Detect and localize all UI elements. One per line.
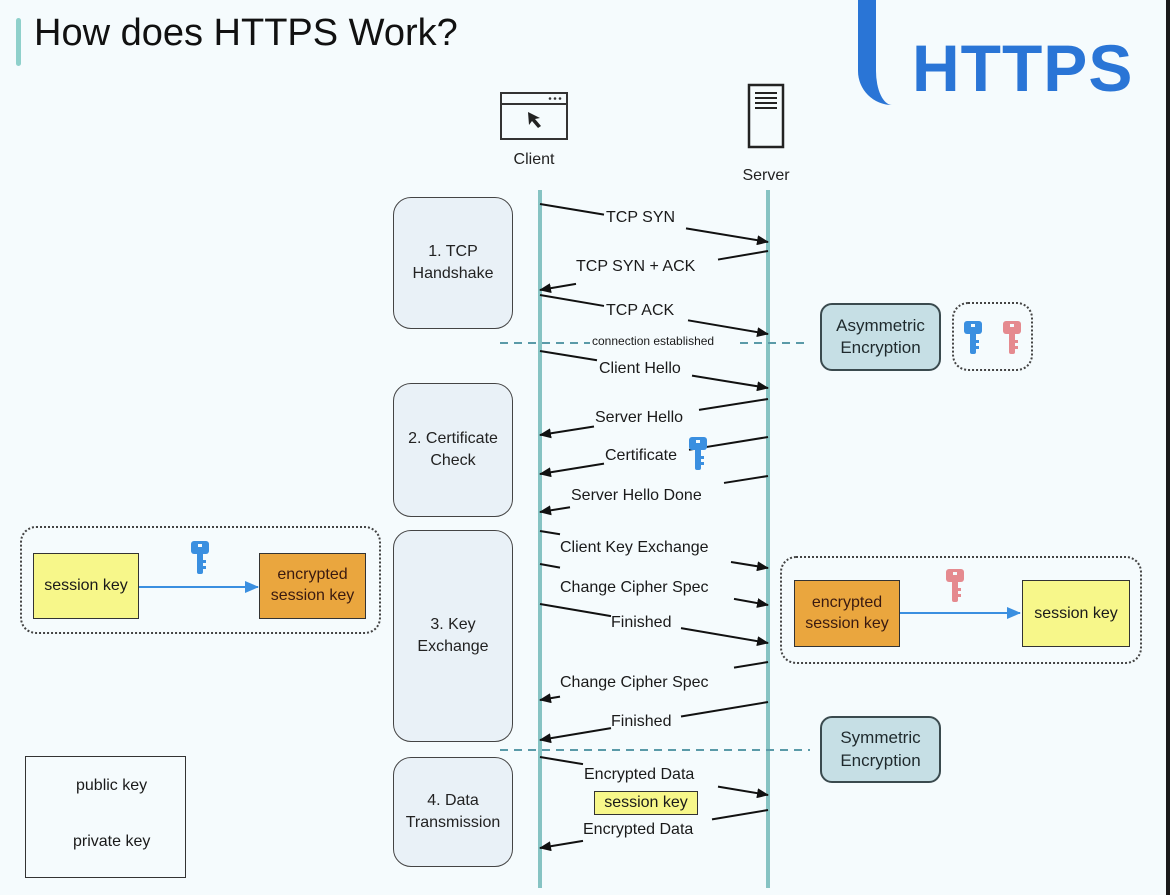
message-arrow-head (539, 462, 605, 478)
message-label: Certificate (605, 447, 678, 464)
data-session-key: session key (594, 791, 698, 815)
message-arrow-head (539, 727, 612, 744)
message-label: TCP SYN + ACK (576, 258, 696, 275)
message-arrow-tail (539, 530, 561, 536)
page-title: How does HTTPS Work? (34, 12, 458, 54)
message-arrow-head (539, 839, 584, 852)
edge-strip (1166, 0, 1170, 895)
message-label: Encrypted Data (583, 821, 694, 838)
message-arrow-tail (539, 603, 612, 618)
asymmetric-encryption-label: Asymmetric Encryption (836, 315, 925, 357)
phase-data-transmission: 4. Data Transmission (393, 757, 513, 867)
message-arrow-tail (711, 809, 769, 821)
phase-label: 1. TCP Handshake (412, 243, 494, 282)
asymmetric-encryption-box: Asymmetric Encryption (820, 303, 941, 371)
server-icon (747, 83, 785, 149)
phase-label: 3. Key Exchange (417, 616, 489, 655)
message-arrow-head (539, 425, 595, 439)
encrypted-session-key-box: encrypted session key (794, 580, 900, 647)
phase-label: 4. Data Transmission (405, 792, 501, 831)
message-label: Client Key Exchange (560, 539, 709, 556)
message-label: Server Hello (595, 409, 684, 426)
message-label: TCP SYN (606, 209, 676, 226)
session-key-box: session key (1022, 580, 1130, 647)
message-arrow-head (691, 374, 769, 392)
session-key-box: session key (33, 553, 139, 619)
message-arrow-tail (733, 661, 769, 669)
phase-tcp-handshake: 1. TCP Handshake (393, 197, 513, 329)
message-arrow-head (685, 227, 769, 246)
message-label: Server Hello Done (571, 487, 702, 504)
client-encryption-group (20, 526, 381, 634)
message-arrow-head (733, 597, 769, 608)
message-label: Finished (611, 713, 672, 730)
symmetric-encryption-box: Symmetric Encryption (820, 716, 941, 783)
message-label: Client Hello (599, 360, 681, 377)
public-key-icon (689, 437, 707, 470)
message-arrow-head (687, 319, 769, 338)
message-label: Change Cipher Spec (560, 579, 709, 596)
legend (25, 756, 186, 878)
message-arrow-tail (539, 756, 584, 766)
message-arrow-head (680, 627, 769, 647)
legend-private-key-label: private key (73, 833, 151, 850)
brand-bracket (858, 0, 898, 105)
client-label: Client (513, 151, 555, 168)
message-label: Finished (611, 614, 672, 631)
message-arrow-tail (680, 701, 769, 718)
message-arrow-head (539, 282, 577, 294)
message-arrow-tail (717, 250, 769, 261)
phase-key-exchange: 3. Key Exchange (393, 530, 513, 742)
browser-window-icon (500, 92, 568, 140)
message-label: TCP ACK (606, 302, 675, 319)
symmetric-encryption-label: Symmetric Encryption (840, 728, 921, 770)
phase-label: 2. Certificate Check (408, 430, 498, 469)
message-arrow-head (717, 785, 769, 799)
message-label: Encrypted Data (584, 766, 695, 783)
asymmetric-keys-group (952, 302, 1033, 371)
phase-certificate-check: 2. Certificate Check (393, 383, 513, 517)
message-arrow-head (539, 693, 561, 704)
message-arrow-tail (539, 203, 605, 216)
encrypted-session-key-label: encrypted session key (270, 566, 355, 604)
message-arrow-tail (723, 475, 769, 484)
legend-public-key-label: public key (76, 777, 148, 794)
message-arrow-head (730, 561, 769, 572)
message-arrow-tail (698, 398, 769, 411)
encrypted-session-key-box: encrypted session key (259, 553, 366, 619)
server-label: Server (742, 167, 790, 184)
title-accent-bar (16, 18, 21, 66)
encrypted-session-key-label: encrypted session key (805, 593, 889, 632)
message-arrow-tail (539, 294, 605, 307)
message-label: Change Cipher Spec (560, 674, 709, 691)
brand-logo-text: HTTPS (912, 31, 1134, 105)
server-decryption-group (780, 556, 1142, 664)
message-arrow-tail (539, 563, 561, 569)
message-arrow-head (539, 505, 571, 516)
connection-established-label: connection established (590, 334, 717, 348)
message-arrow-tail (539, 350, 598, 362)
